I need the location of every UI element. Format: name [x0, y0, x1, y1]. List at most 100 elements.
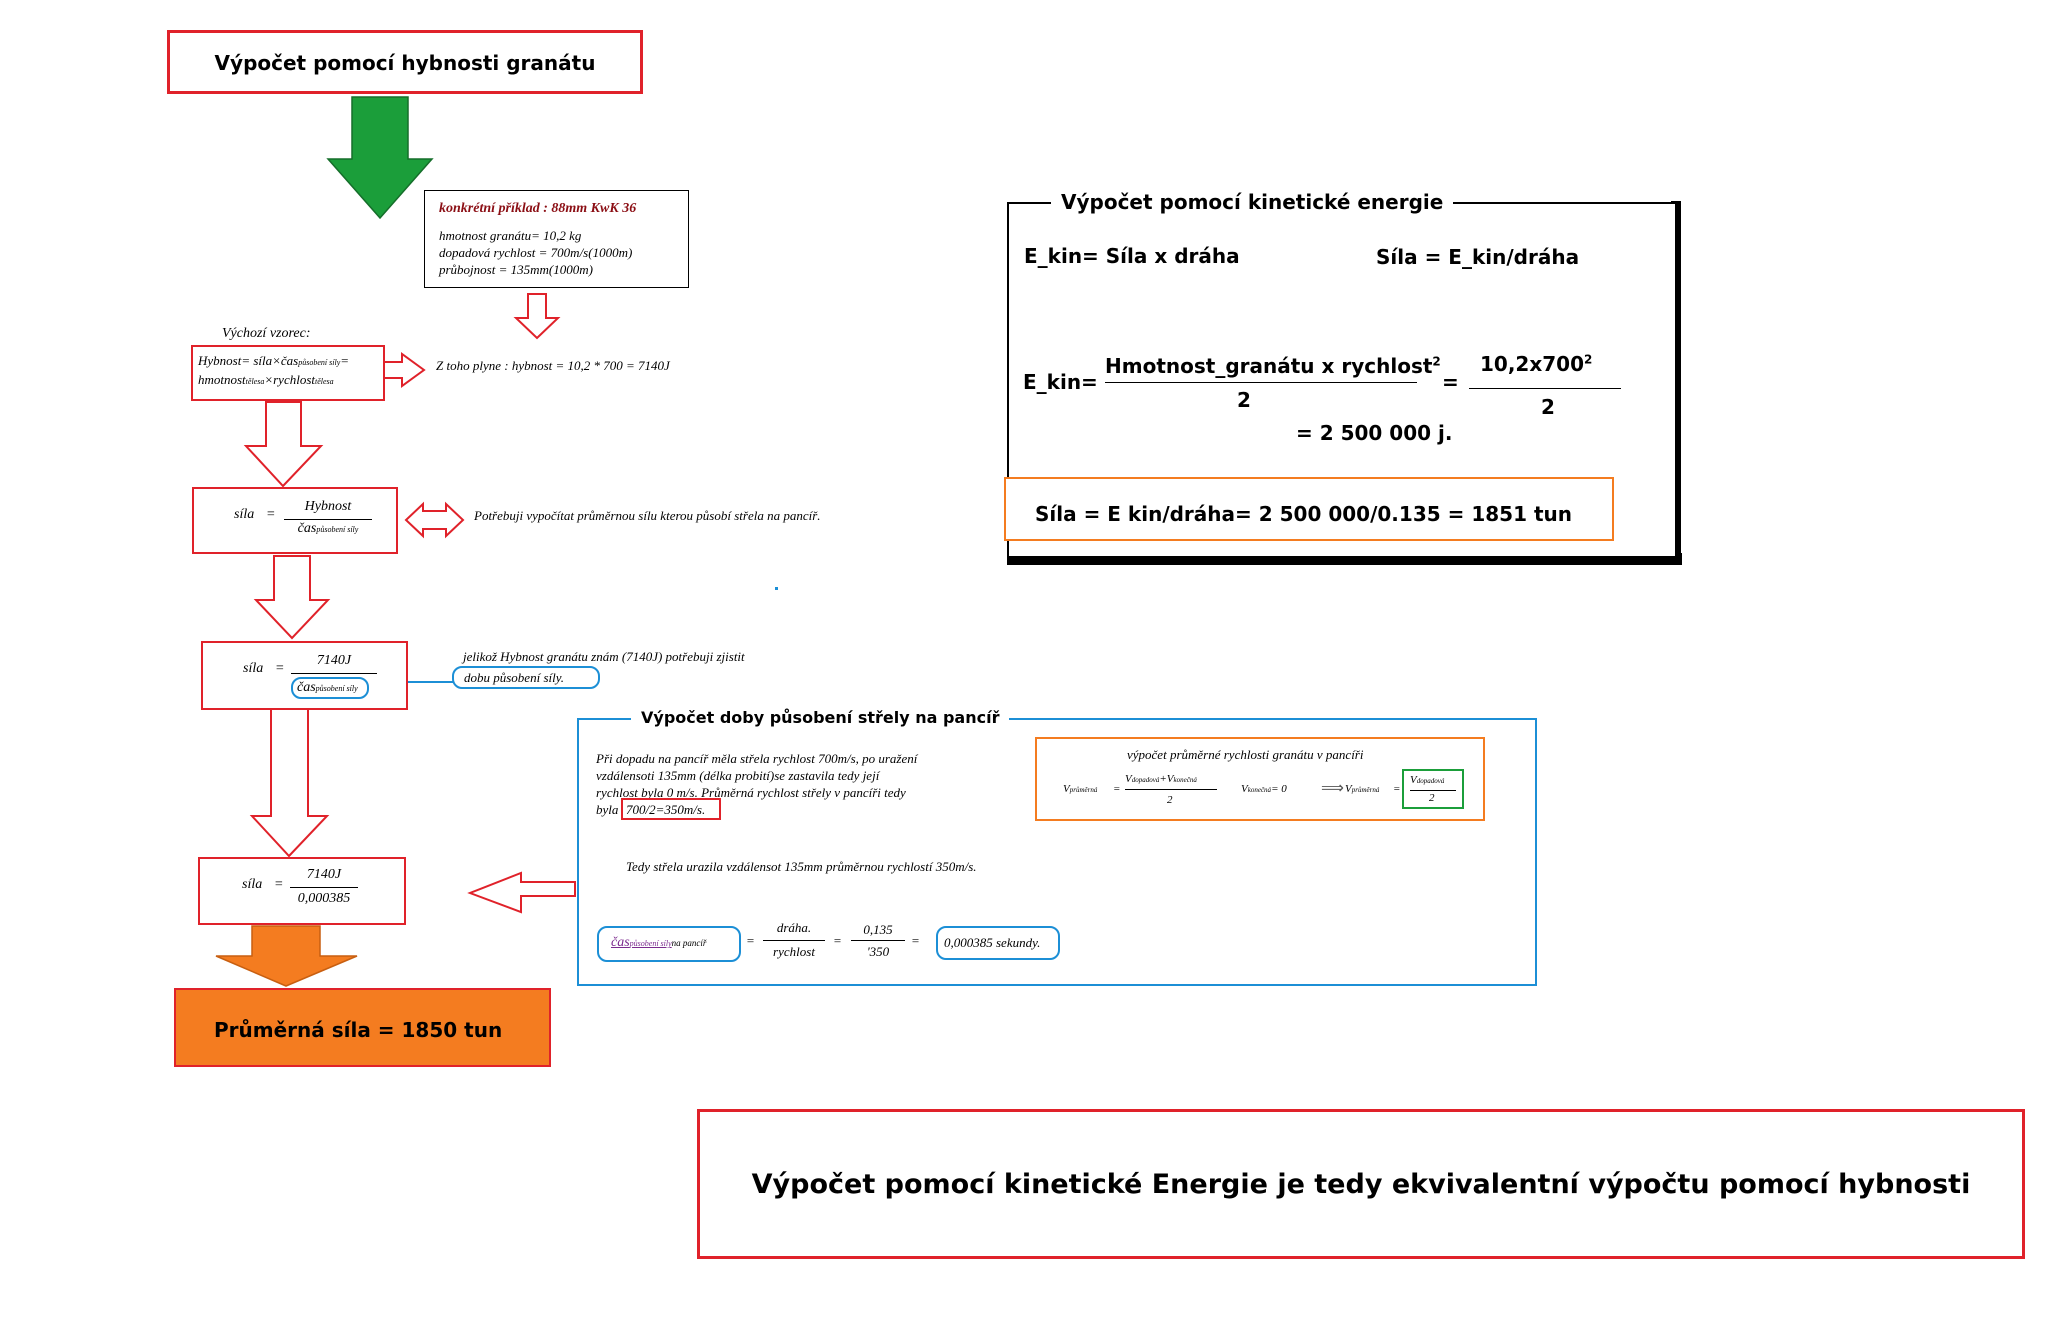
step2-note-a: jelikož Hybnost granátu znám (7140J) pot…	[463, 649, 745, 664]
step2-den-main: čas	[297, 680, 316, 695]
kinetic-eq2-fraction-line2	[1469, 388, 1621, 389]
kinetic-eq2-eq: =	[1442, 370, 1459, 394]
momentum-title-box: Výpočet pomocí hybnosti granátu	[167, 30, 643, 94]
formula-line2-b: ×rychlost	[264, 372, 315, 387]
step3-eq: =	[274, 877, 284, 892]
avg2-lhs: Vprůměrná	[1345, 783, 1379, 795]
avg-eq: =	[1113, 783, 1121, 795]
formula-line2-a: hmotnost	[198, 372, 246, 387]
step3-lhs: síla	[242, 877, 263, 892]
step1-eq: =	[266, 507, 276, 522]
kinetic-eq2-num-text: Hmotnost_granátu x rychlost	[1105, 354, 1433, 378]
step1-den-main: čas	[297, 521, 317, 536]
step1-num: Hybnost	[304, 499, 352, 514]
avg-num-b-sub: konečná	[1173, 776, 1197, 784]
avg-den: 2	[1167, 794, 1173, 806]
duration-left-arrow	[467, 871, 576, 914]
formula-line1-sub: působení síly	[298, 358, 341, 367]
avg-lhs-sub: průměrná	[1069, 786, 1098, 794]
step2-den-pill: časpůsobení síly	[291, 677, 369, 699]
formula-line2: hmotnosttělesa×rychlosttělesa	[198, 372, 334, 388]
time-den2: '350	[866, 944, 890, 959]
kinetic-result: Síla = E kin/dráha= 2 500 000/0.135 = 18…	[1035, 502, 1573, 526]
time-eq3: =	[911, 933, 920, 948]
step3-fraction-line	[290, 887, 358, 888]
formula-right-arrow	[383, 352, 426, 388]
kinetic-eq1-right: Síla = E_kin/dráha	[1376, 245, 1580, 269]
avg-num-a-sub: dopadová	[1131, 776, 1160, 784]
formula-line2-sub2: tělesa	[315, 377, 334, 386]
step3-num: 7140J	[306, 867, 342, 882]
kinetic-eq2-result: = 2 500 000 j.	[1296, 421, 1453, 445]
step1-box: síla = Hybnost časpůsobení síly	[192, 487, 398, 554]
kinetic-eq2-num2: 10,2x7002	[1480, 352, 1592, 376]
duration-text-line: vzdálensoti 135mm (délka probití)se zast…	[596, 768, 880, 783]
duration-text-prefix: byla	[596, 802, 619, 817]
step2-den: časpůsobení síly	[297, 680, 358, 696]
vk-expr: Vkonečná= 0	[1241, 783, 1287, 795]
green-down-arrow	[326, 96, 434, 220]
result-orange-arrow	[215, 925, 358, 987]
step1-den-sub: působení síly	[316, 525, 359, 534]
avg2-sub: průměrná	[1351, 786, 1380, 794]
step2-down-arrow	[253, 555, 331, 640]
avg-num-a: V	[1125, 773, 1132, 785]
step2-eq: =	[275, 661, 285, 676]
step1-fraction-line	[284, 519, 372, 520]
duration-panel: Výpočet doby působení střely na pancíř P…	[577, 708, 1537, 986]
vk-v: V	[1241, 783, 1248, 795]
step3-box: síla = 7140J 0,000385	[198, 857, 406, 925]
avg-result-box: Vdopadová 2	[1402, 769, 1464, 809]
step2-note-pill: dobu působení síly.	[452, 666, 600, 689]
step2-box: síla = 7140J časpůsobení síly	[201, 641, 408, 710]
duration-text-line: Při dopadu na pancíř měla střela rychlos…	[596, 751, 918, 766]
step2-note-b: dobu působení síly.	[464, 670, 565, 685]
step1-note: Potřebuji vypočítat průměrnou sílu ktero…	[474, 508, 821, 523]
example-down-arrow	[513, 293, 561, 340]
time-lhs-tail: na pancíř	[671, 938, 707, 948]
formula-line2-sub1: tělesa	[245, 377, 265, 386]
avg-fraction-line	[1125, 789, 1217, 790]
note-double-arrow	[404, 501, 465, 539]
step2-fraction-line	[291, 673, 377, 674]
avg-speed-value: 700/2=350m/s.	[626, 802, 706, 817]
kinetic-eq2-num2-text: 10,2x700	[1480, 352, 1584, 376]
vk-sub: konečná	[1247, 786, 1272, 794]
avg-num-plus: +V	[1159, 773, 1174, 785]
avg-lhs: Vprůměrná	[1063, 783, 1097, 795]
time-fraction-line2	[851, 940, 905, 941]
time-num2: 0,135	[863, 922, 893, 937]
conclusion-text: Výpočet pomocí kinetické Energie je tedy…	[751, 1169, 1971, 1200]
momentum-result: Průměrná síla = 1850 tun	[214, 1018, 503, 1042]
time-den1: rychlost	[773, 944, 815, 959]
time-eq1: =	[746, 933, 755, 948]
step3-den: 0,000385	[297, 891, 351, 906]
avg-derivation-title: výpočet průměrné rychlosti granátu v pan…	[1127, 747, 1364, 762]
example-line: hmotnost granátu= 10,2 kg	[439, 228, 582, 243]
step1-den: časpůsobení síly	[282, 521, 374, 537]
avg-res-line	[1410, 790, 1456, 791]
time-result: 0,000385 sekundy.	[944, 935, 1041, 950]
implies-icon: ⟹	[1321, 778, 1344, 797]
kinetic-title: Výpočet pomocí kinetické energie	[1051, 190, 1454, 214]
avg-res-den: 2	[1429, 792, 1435, 804]
avg-derivation-box: výpočet průměrné rychlosti granátu v pan…	[1035, 737, 1485, 821]
kinetic-eq2-sup2: 2	[1584, 352, 1593, 367]
duration-text-line: rychlost byla 0 m/s. Průměrná rychlost s…	[596, 785, 906, 800]
avg-res-v: V	[1410, 774, 1417, 786]
time-lhs-sub: působení síly	[629, 939, 672, 948]
example-title: konkrétní příklad : 88mm KwK 36	[439, 201, 637, 216]
avg-speed-highlight: 700/2=350m/s.	[621, 798, 721, 820]
example-box: konkrétní příklad : 88mm KwK 36 hmotnost…	[424, 190, 689, 288]
time-lhs-pill: časpůsobení sílyna pancíř	[597, 926, 741, 962]
formula-line1: Hybnost= síla×časpůsobení síly=	[198, 353, 349, 369]
conclusion-box: Výpočet pomocí kinetické Energie je tedy…	[697, 1109, 2025, 1259]
kinetic-eq2-fraction-line	[1105, 382, 1417, 383]
time-eq2: =	[833, 933, 842, 948]
travel-text: Tedy střela urazila vzdálensot 135mm prů…	[626, 859, 977, 874]
example-line: průbojnost = 135mm(1000m)	[439, 262, 593, 277]
avg2-eq: =	[1393, 783, 1401, 795]
step2-lhs: síla	[243, 661, 264, 676]
base-formula-box: Hybnost= síla×časpůsobení síly= hmotnost…	[191, 345, 385, 401]
